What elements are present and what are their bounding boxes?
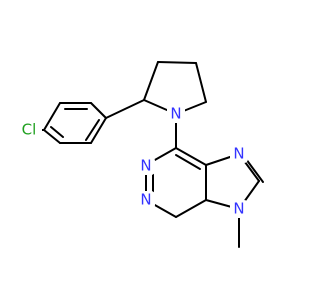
- bond: [157, 61, 197, 64]
- purine-n7: N: [233, 145, 244, 163]
- bond: [105, 99, 145, 119]
- bond: [85, 119, 100, 141]
- mask-n4: [230, 145, 248, 163]
- mask-n2: [137, 157, 155, 175]
- atom-labels: Cl N N N N N: [22, 105, 245, 218]
- bond: [143, 61, 159, 101]
- bond: [195, 62, 207, 103]
- bond: [43, 129, 61, 144]
- bond-lines: [31, 61, 264, 248]
- atom-label-masks: [16, 105, 248, 218]
- bond: [50, 126, 64, 138]
- bond: [90, 102, 107, 119]
- purine-n1: N: [140, 157, 151, 175]
- chlorine-atom: Cl: [22, 121, 37, 139]
- mask-n1: [167, 105, 185, 123]
- purine-n3: N: [140, 191, 151, 209]
- bond: [245, 158, 264, 183]
- mask-n5: [230, 200, 248, 218]
- bond: [43, 102, 61, 131]
- bond: [175, 154, 201, 170]
- pyrrolidine-nitrogen: N: [170, 105, 181, 123]
- bond: [175, 199, 207, 218]
- bond: [90, 117, 107, 144]
- mask-n3: [137, 191, 155, 209]
- mask-cl: [16, 119, 42, 141]
- bond: [175, 147, 207, 166]
- molecule-structure-diagram: Cl N N N N N: [16, 61, 264, 248]
- purine-n9: N: [233, 200, 244, 218]
